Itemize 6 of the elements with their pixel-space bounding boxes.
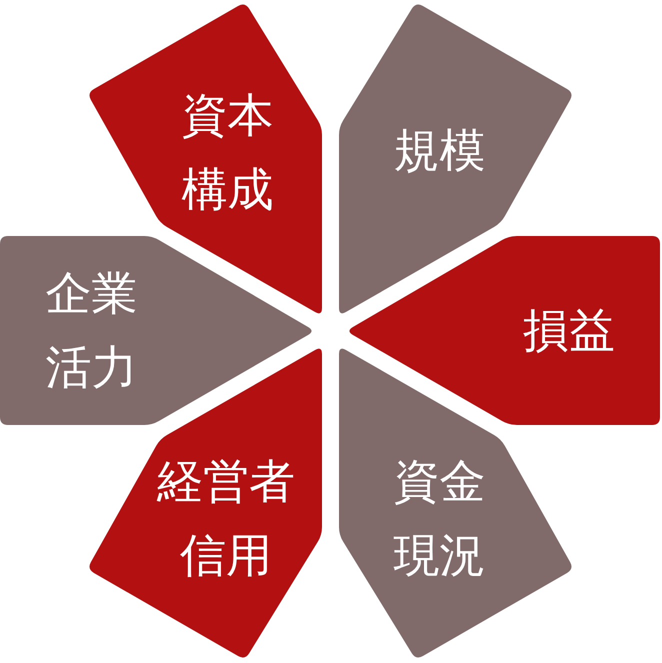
segment-label: 損益 (522, 302, 616, 359)
segment-label: 規模 (392, 122, 486, 179)
segment-label: 資本構成 (180, 86, 274, 218)
segment-label: 経営者信用 (156, 453, 296, 584)
segment-label: 資金現況 (392, 453, 486, 584)
segment-label: 企業活力 (44, 265, 138, 396)
